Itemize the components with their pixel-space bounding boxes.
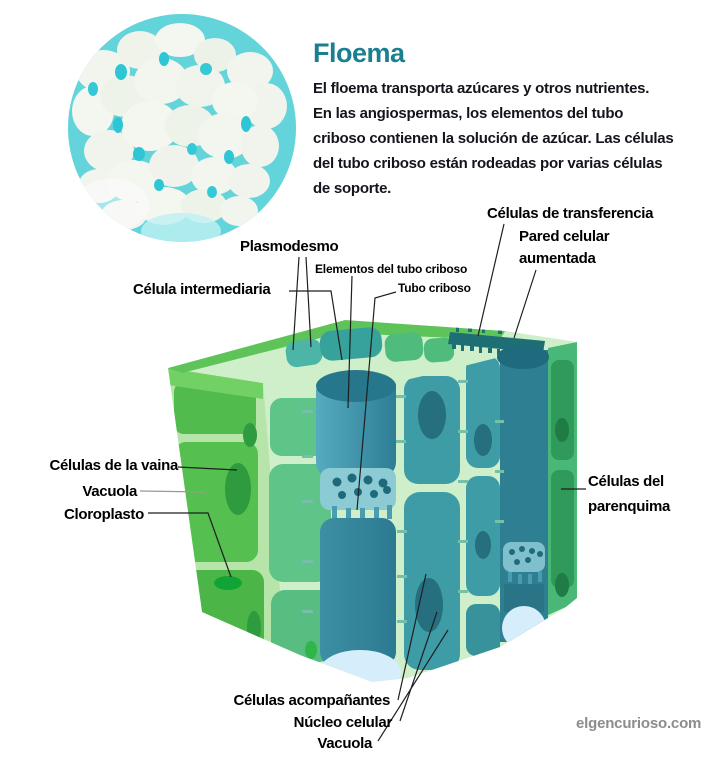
companion-cell-column <box>269 398 334 662</box>
description-line: El floema transporta azúcares y otros nu… <box>313 80 650 97</box>
phloem-micrograph-photo <box>68 14 296 242</box>
line-plasmodesmo <box>305 256 312 348</box>
label-celulas-de-la-vaina: Células de la vaina <box>49 457 178 474</box>
line-cloroplasto <box>148 512 232 578</box>
cell-nucleus <box>418 391 446 439</box>
line-elementos <box>347 275 353 409</box>
line-transferencia <box>477 223 505 337</box>
line-tubo-criboso <box>356 291 397 511</box>
description-line: En las angiospermas, los elementos del t… <box>313 105 624 122</box>
line-pared-celular <box>513 269 537 339</box>
page-title: Floema <box>313 38 405 68</box>
line-vacuola-izquierda <box>139 490 206 493</box>
label-nucleo-celular: Núcleo celular <box>293 714 393 731</box>
leader-lines <box>139 223 586 742</box>
recessed-sieve-tube <box>497 345 549 650</box>
label-celulas-acompanantes: Células acompañantes <box>233 692 390 709</box>
label-pared-celular-aumentada: Pared celular aumentada <box>519 226 610 270</box>
description-line: criboso contienen la solución de azúcar.… <box>313 130 674 147</box>
label-vacuola-inferior: Vacuola <box>317 735 372 752</box>
label-elementos-del-tubo-criboso: Elementos del tubo criboso <box>315 262 468 276</box>
label-tubo-criboso: Tubo criboso <box>398 281 471 295</box>
label-parenquima-line2: parenquima <box>588 498 671 515</box>
line-acompanantes <box>397 573 427 701</box>
line-vaina <box>177 466 238 471</box>
site-watermark: elgencurioso.com <box>576 715 702 732</box>
description-line: de soporte. <box>313 180 392 197</box>
sieve-tube <box>316 370 401 682</box>
line-nucleo <box>399 611 438 722</box>
teal-cell-column <box>466 356 500 656</box>
plasmodesmata-ticks <box>302 380 504 623</box>
label-cloroplasto: Cloroplasto <box>63 506 144 523</box>
label-parenquima-line1: Células del <box>588 473 664 490</box>
line-plasmodesmo <box>292 256 300 351</box>
label-celulas-de-transferencia: Células de transferencia <box>487 205 654 222</box>
line-intermediaria <box>289 290 343 361</box>
label-pared-line1: Pared celular <box>519 228 610 245</box>
top-face <box>168 320 577 402</box>
label-vacuola-izquierda: Vacuola <box>82 483 137 500</box>
description-paragraph: El floema transporta azúcares y otros nu… <box>313 76 674 201</box>
line-vacuola-inferior <box>377 629 449 742</box>
label-celula-intermediaria: Célula intermediaria <box>133 281 271 298</box>
description-line: del tubo criboso están rodeadas por vari… <box>313 155 663 172</box>
micrograph-cells <box>68 14 296 242</box>
label-celulas-del-parenquima: Células del parenquima <box>588 469 670 519</box>
parenchyma-band <box>548 342 577 615</box>
label-pared-line2: aumentada <box>519 250 596 267</box>
label-plasmodesmo: Plasmodesmo <box>240 238 339 255</box>
